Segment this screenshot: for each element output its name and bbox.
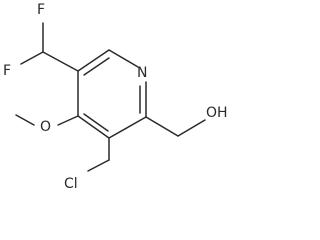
- hydroxymethyl-group: OH: [145, 105, 228, 137]
- bond-ch2-oh: [177, 119, 206, 137]
- ring-double-bond-inner-1: [83, 57, 110, 76]
- ring-bond-c2-c1: [108, 116, 147, 139]
- ring-double-bond-inner-3: [83, 113, 109, 132]
- chlorine-label: Cl: [64, 176, 78, 192]
- chemical-structure-diagram: F F N O OH Cl: [3, 2, 228, 192]
- methoxy-group: O: [15, 114, 79, 135]
- bond-ch2-cl: [87, 159, 110, 172]
- bond-ring-o: [57, 115, 79, 126]
- bond-cf2-f-low: [20, 51, 44, 65]
- bond-ring-cf2: [42, 51, 79, 72]
- chloromethyl-group: Cl: [64, 137, 110, 192]
- hydroxyl-label: OH: [206, 105, 228, 121]
- ring-bond-c1-c6: [77, 115, 110, 139]
- bond-ring-ch2: [145, 116, 179, 137]
- fluorine-upper-label: F: [37, 2, 45, 18]
- fluorine-lower-label: F: [3, 63, 11, 79]
- difluoromethyl-group: F F: [3, 2, 79, 79]
- ring-bond-c3-n: [108, 49, 139, 68]
- pyridine-ring: [77, 49, 147, 139]
- ring-bond-c5-c3: [77, 49, 110, 72]
- methoxy-oxygen-label: O: [40, 119, 51, 135]
- nitrogen-label: N: [137, 65, 147, 81]
- bond-o-ch3: [15, 114, 35, 126]
